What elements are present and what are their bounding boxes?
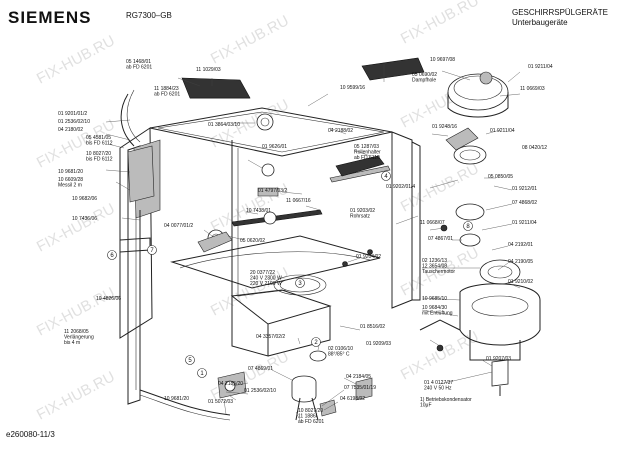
- position-marker: [107, 250, 117, 260]
- position-marker: [185, 355, 195, 365]
- position-number: 7: [150, 248, 154, 254]
- part-label: 01 2536/02/10: [58, 119, 90, 125]
- part-label: 10 9681/20: [164, 396, 189, 402]
- part-label: 04 2184/05: [346, 374, 371, 380]
- part-label: 04 2180/02: [58, 127, 83, 133]
- part-label: 11 0669/03: [520, 86, 545, 92]
- position-marker: [311, 337, 321, 347]
- watermark: FIX-HUB.RU: [398, 0, 482, 48]
- part-label: 01 4797/03/2: [258, 188, 287, 194]
- part-label: 10 7436/06: [72, 216, 97, 222]
- part-label: 01 9626/01: [262, 144, 287, 150]
- watermark: FIX-HUB.RU: [208, 12, 292, 67]
- part-label: 10 9681/20: [58, 169, 83, 175]
- position-marker: [463, 221, 473, 231]
- position-number: 3: [298, 281, 302, 287]
- part-label: 05 0850/05: [488, 174, 513, 180]
- part-label: 10 9697/08: [430, 57, 455, 63]
- part-label: 04 2192/01: [508, 242, 533, 248]
- part-label: 01 9207/03: [486, 356, 511, 362]
- part-label: 01 9211/04: [490, 128, 515, 134]
- part-label: 01 9211/04: [512, 220, 537, 226]
- position-number: 4: [384, 174, 388, 180]
- part-label: 01 9248/16: [432, 124, 457, 130]
- position-number: 2: [314, 340, 318, 346]
- position-marker: [381, 171, 391, 181]
- part-label: 08 0420/12: [522, 145, 547, 151]
- part-label: 10 4826/06: [96, 296, 121, 302]
- part-label: 01 3864/03/10: [208, 122, 240, 128]
- part-label: 05 0620/02: [240, 238, 265, 244]
- document-number: e260080-11/3: [6, 430, 55, 439]
- part-label: 11 0668/07: [420, 220, 445, 226]
- position-number: 5: [188, 358, 192, 364]
- part-label: 04 2190/05: [508, 259, 533, 265]
- part-label: 04 2188/02: [328, 128, 353, 134]
- part-label: 01 5072/03: [208, 399, 233, 405]
- brand-logo: SIEMENS: [8, 8, 92, 27]
- part-label: 10 9685/10: [422, 296, 447, 302]
- part-label: 01 9210/02: [508, 279, 533, 285]
- part-label: 04 0077/01/2: [164, 223, 193, 229]
- part-label: 10 9599/16: [340, 85, 365, 91]
- part-label: 01 9212/01: [512, 186, 537, 192]
- category-title: GESCHIRRSPÜLGERÄTE: [512, 8, 609, 17]
- part-label: 07 4867/01: [428, 236, 453, 242]
- part-label: 07 4869/01: [248, 366, 273, 372]
- part-label: 01 9211/04: [528, 64, 553, 70]
- part-label: 01 9201/01/2: [58, 111, 87, 117]
- position-number: 8: [466, 224, 470, 230]
- category-subtitle: Unterbaugeräte: [512, 18, 568, 27]
- part-label: 01 2536/02/10: [244, 388, 276, 394]
- part-label: 01 9209/03: [366, 341, 391, 347]
- part-label: 04 6198/02: [340, 396, 365, 402]
- part-label: 11 0667/16: [286, 198, 311, 204]
- part-label: 04 3357/02/2: [256, 334, 285, 340]
- part-label: 10 7438/01: [246, 208, 271, 214]
- model-number: RG7300–GB: [126, 11, 172, 20]
- tub-cabinet: [99, 57, 541, 421]
- part-label: 01 8516/02: [360, 324, 385, 330]
- watermark: FIX-HUB.RU: [34, 368, 118, 423]
- part-label: 10 9682/06: [72, 196, 97, 202]
- part-label: 07 7535/01/19: [344, 385, 376, 391]
- position-numbers: 1 2 3 4 5 6 7 8: [107, 171, 473, 378]
- position-marker: [295, 278, 305, 288]
- position-number: 6: [110, 253, 114, 259]
- watermark: FIX-HUB.RU: [34, 32, 118, 87]
- part-label: 11 1029/03: [196, 67, 221, 73]
- part-label: 01 9202/01/4: [386, 184, 415, 190]
- watermark: FIX-HUB.RU: [34, 200, 118, 255]
- position-number: 1: [200, 371, 204, 377]
- part-label: 07 4868/02: [512, 200, 537, 206]
- position-marker: [197, 368, 207, 378]
- part-label: 01 9204/02: [356, 254, 381, 260]
- watermark: FIX-HUB.RU: [398, 328, 482, 383]
- position-marker: [147, 245, 157, 255]
- part-label: 04 2185/20: [218, 381, 243, 387]
